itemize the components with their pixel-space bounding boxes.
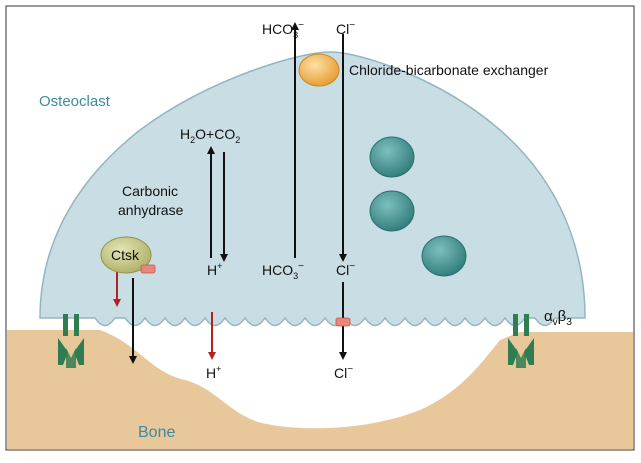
- ctsk-vesicle: [100, 236, 152, 274]
- vesicle: [369, 190, 415, 232]
- carbonic-anhydrase-label-1: Carbonic: [122, 183, 178, 199]
- bone-label: Bone: [138, 424, 175, 441]
- exchanger-label: Chloride-bicarbonate exchanger: [349, 62, 549, 78]
- h2o-co2-label: H2O+CO2: [180, 126, 240, 145]
- chloride-bicarbonate-exchanger: [298, 53, 340, 87]
- osteoclast-label: Osteoclast: [39, 93, 111, 110]
- vesicle: [369, 136, 415, 178]
- cl-top-label: Cl−: [336, 20, 355, 37]
- proton-pump-marker: [140, 264, 156, 274]
- bone: [7, 330, 633, 449]
- hco3-top-label: HCO3−: [262, 20, 304, 40]
- integrin-left: [58, 314, 84, 368]
- vesicle: [421, 235, 467, 277]
- cl-bottom-label: Cl−: [334, 364, 353, 381]
- h-plus-bottom-label: H+: [206, 364, 221, 381]
- cl-mid-label: Cl−: [336, 261, 355, 278]
- integrin-label: αvβ3: [544, 308, 572, 328]
- h-plus-label: H+: [207, 261, 222, 278]
- integrin-right: [508, 314, 534, 368]
- channel-marker: [335, 317, 351, 327]
- ctsk-label: Ctsk: [111, 247, 140, 263]
- carbonic-anhydrase-label-2: anhydrase: [118, 202, 184, 218]
- hco3-mid-label: HCO3−: [262, 261, 304, 281]
